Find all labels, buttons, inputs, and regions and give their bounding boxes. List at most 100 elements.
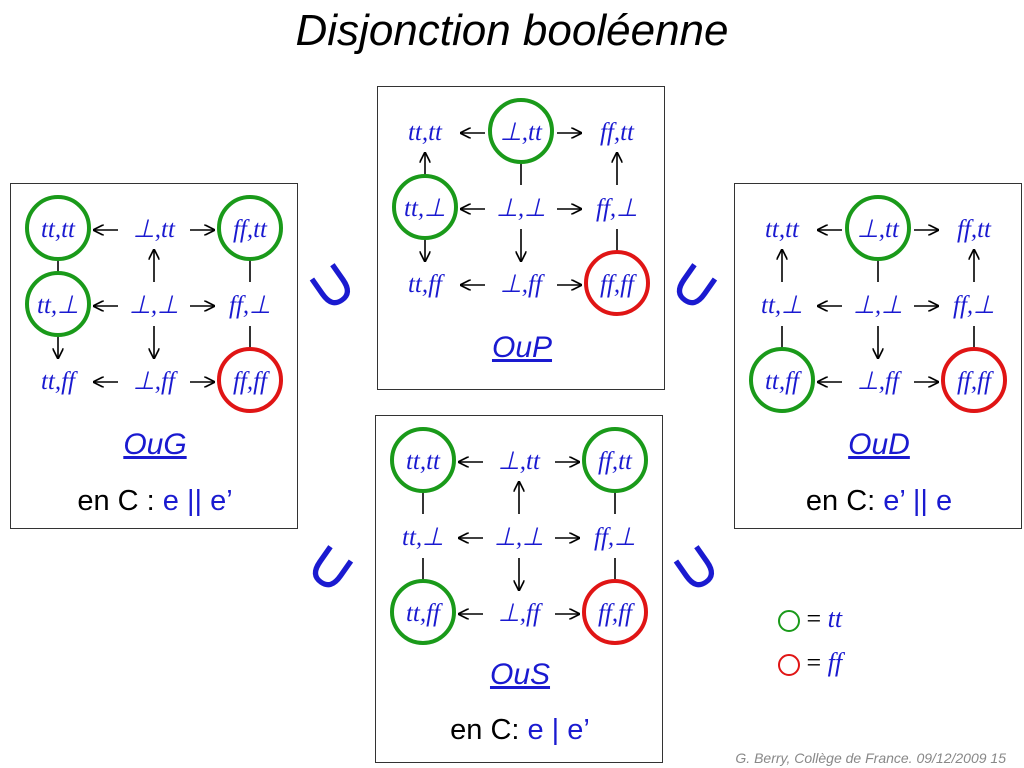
node-bot-bot: ⊥,⊥ <box>129 292 179 319</box>
lattice-ous: tt,tt ⊥,tt ff,tt tt,⊥ ⊥,⊥ ff,⊥ tt,ff ⊥,ff ff,ff <box>389 427 649 645</box>
panel-label-ous: OuS <box>489 658 551 691</box>
panel-label-oup: OuP <box>491 331 553 364</box>
node-tt-tt: tt,tt <box>406 448 441 475</box>
node-background <box>748 289 816 319</box>
encoding-prefix: en C : <box>77 485 163 517</box>
node-background <box>485 521 553 551</box>
node-bot-tt: ⊥,tt <box>133 216 176 243</box>
node-circle-tt-ff <box>749 347 815 413</box>
node-tt-bot: tt,⊥ <box>37 292 79 319</box>
legend-green-label: tt <box>827 604 843 633</box>
node-circle-tt-bot <box>392 174 458 240</box>
node-background <box>940 289 1008 319</box>
legend-red-label: ff <box>827 648 843 677</box>
node-tt-tt: tt,tt <box>408 119 443 146</box>
slide-title: Disjonction booléenne <box>295 6 729 55</box>
legend-red: = ff <box>778 648 842 678</box>
node-tt-bot: tt,⊥ <box>761 292 803 319</box>
node-circle-tt-ff <box>390 579 456 645</box>
node-background <box>485 597 553 627</box>
union-symbol-2: ∪ <box>655 241 736 329</box>
node-background <box>391 116 459 146</box>
node-bot-tt: ⊥,tt <box>500 119 543 146</box>
node-tt-bot: tt,⊥ <box>402 524 444 551</box>
node-bot-tt: ⊥,tt <box>498 448 541 475</box>
encoding-expr: e | e’ <box>527 714 590 746</box>
legend-green: = tt <box>778 604 842 634</box>
encoding-expr: e’ || e <box>883 485 953 517</box>
node-background <box>487 192 555 222</box>
legend-red-circle-icon <box>778 654 800 677</box>
node-background <box>581 521 649 551</box>
panel-label-oud: OuD <box>848 428 910 461</box>
node-tt-ff: tt,ff <box>408 271 445 298</box>
node-bot-ff: ⊥,ff <box>857 368 902 395</box>
node-circle-ff-ff <box>584 250 650 316</box>
node-bot-ff: ⊥,ff <box>498 600 543 627</box>
node-ff-bot: ff,⊥ <box>594 524 636 551</box>
footer: G. Berry, Collège de France. 09/12/2009 … <box>735 750 1006 766</box>
legend-eq: = <box>806 648 822 677</box>
node-bot-tt: ⊥,tt <box>857 216 900 243</box>
node-ff-ff: ff,ff <box>957 368 994 395</box>
union-symbol-4: ∪ <box>655 523 736 611</box>
lattice-oud: tt,tt ⊥,tt ff,tt tt,⊥ ⊥,⊥ ff,⊥ tt,ff ⊥,ff ff,ff <box>748 195 1008 413</box>
node-circle-ff-ff <box>582 579 648 645</box>
node-ff-bot: ff,⊥ <box>953 292 995 319</box>
node-ff-bot: ff,⊥ <box>229 292 271 319</box>
node-tt-ff: tt,ff <box>765 368 802 395</box>
node-tt-tt: tt,tt <box>41 216 76 243</box>
node-bot-bot: ⊥,⊥ <box>496 195 546 222</box>
node-circle-ff-tt <box>217 195 283 261</box>
panel-label-oug: OuG <box>123 428 187 461</box>
node-background <box>583 192 651 222</box>
node-tt-tt: tt,tt <box>765 216 800 243</box>
node-background <box>120 289 188 319</box>
node-ff-tt: ff,tt <box>233 216 268 243</box>
node-ff-bot: ff,⊥ <box>596 195 638 222</box>
node-ff-ff: ff,ff <box>233 368 270 395</box>
panel-encoding-oud: en C: e’ || e <box>735 485 1023 518</box>
node-background <box>844 365 912 395</box>
node-background <box>485 445 553 475</box>
node-background <box>844 289 912 319</box>
union-symbol-1: ∪ <box>291 241 372 329</box>
node-ff-tt: ff,tt <box>598 448 633 475</box>
node-background <box>583 116 651 146</box>
node-background <box>748 213 816 243</box>
node-circle-tt-tt <box>25 195 91 261</box>
node-bot-bot: ⊥,⊥ <box>853 292 903 319</box>
node-bot-bot: ⊥,⊥ <box>494 524 544 551</box>
encoding-expr: e || e’ <box>162 485 233 517</box>
node-circle-tt-bot <box>25 271 91 337</box>
encoding-prefix: en C: <box>805 485 884 517</box>
union-symbol-3: ∪ <box>291 523 372 611</box>
panel-encoding-oug: en C : e || e’ <box>11 485 299 518</box>
node-circle-bot-tt <box>845 195 911 261</box>
node-background <box>24 365 92 395</box>
panel-encoding-ous: en C: e | e’ <box>376 714 664 747</box>
node-background <box>120 213 188 243</box>
node-background <box>487 268 555 298</box>
legend-green-circle-icon <box>778 610 800 633</box>
node-ff-ff: ff,ff <box>598 600 635 627</box>
encoding-prefix: en C: <box>450 714 528 746</box>
node-background <box>216 289 284 319</box>
node-circle-ff-tt <box>582 427 648 493</box>
node-tt-ff: tt,ff <box>406 600 443 627</box>
node-ff-tt: ff,tt <box>957 216 992 243</box>
node-circle-ff-ff <box>217 347 283 413</box>
node-background <box>940 213 1008 243</box>
node-ff-tt: ff,tt <box>600 119 635 146</box>
node-circle-bot-tt <box>488 98 554 164</box>
node-circle-tt-tt <box>390 427 456 493</box>
node-circle-ff-ff <box>941 347 1007 413</box>
node-background <box>391 268 459 298</box>
node-background <box>120 365 188 395</box>
